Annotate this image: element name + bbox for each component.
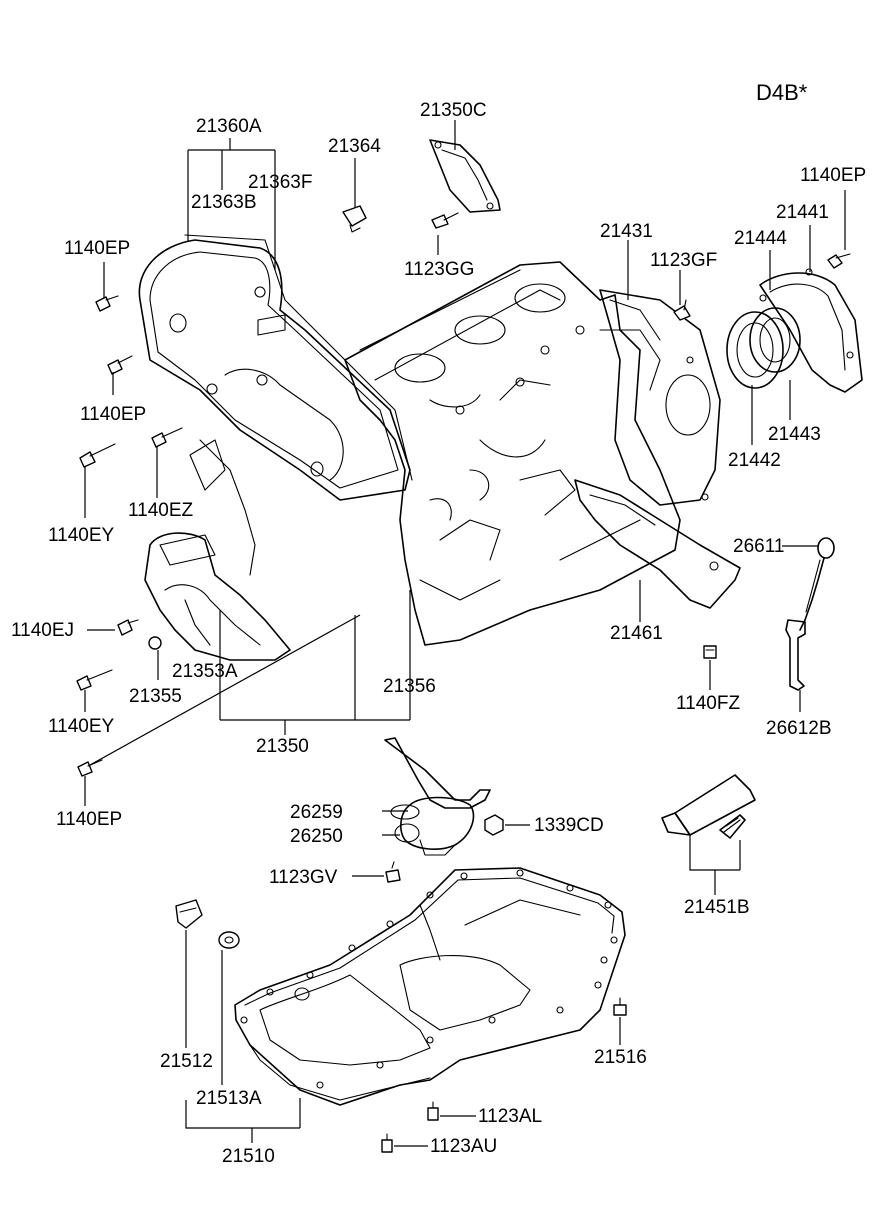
label-21441: 21441: [776, 202, 829, 223]
cover-21350c[interactable]: [429, 139, 501, 213]
bolt-21516[interactable]: [613, 997, 627, 1016]
nut-1339cd[interactable]: [484, 814, 504, 836]
label-1140FZ: 1140FZ: [676, 693, 741, 714]
bolt-1123gg[interactable]: [431, 212, 459, 229]
label-21363F: 21363F: [248, 172, 313, 193]
label-21510: 21510: [222, 1146, 275, 1167]
label-21350: 21350: [256, 736, 309, 757]
sealant-tube[interactable]: [661, 774, 756, 839]
label-21350C: 21350C: [420, 100, 487, 121]
label-21444: 21444: [734, 228, 787, 249]
bolt-1140ey-2[interactable]: [76, 669, 113, 691]
bolt-21364[interactable]: [342, 205, 367, 233]
leader-lines: [84, 120, 846, 1147]
drain-plug-gasket[interactable]: [218, 931, 240, 949]
bolt-1140ep-bl[interactable]: [77, 759, 103, 777]
bolt-1123gv[interactable]: [385, 861, 401, 883]
label-21451B: 21451B: [684, 897, 750, 918]
label-26259: 26259: [290, 802, 343, 823]
bolt-1140ez[interactable]: [151, 427, 183, 448]
bolt-1140ey-1[interactable]: [79, 443, 116, 468]
label-21353A: 21353A: [172, 661, 238, 682]
bolt-1140ep-l1[interactable]: [95, 295, 119, 312]
label-1140EJ: 1140EJ: [11, 620, 75, 641]
model-code: D4B*: [756, 80, 808, 105]
bolt-1123gf[interactable]: [673, 299, 691, 321]
label-1140EZ: 1140EZ: [128, 500, 194, 521]
label-21512: 21512: [160, 1051, 213, 1072]
label-1140EY-1: 1140EY: [48, 525, 115, 546]
label-21516: 21516: [594, 1047, 647, 1068]
bolt-1140ep-l2[interactable]: [107, 355, 133, 375]
timing-belt-cover[interactable]: [138, 234, 413, 501]
label-1123GV: 1123GV: [269, 867, 338, 888]
label-21364: 21364: [328, 136, 381, 157]
label-1140EP-bottom-left: 1140EP: [56, 809, 123, 830]
label-21360A: 21360A: [196, 116, 262, 137]
bolt-1123au[interactable]: [381, 1133, 393, 1153]
oil-return-pipe[interactable]: [574, 479, 741, 609]
label-21363B: 21363B: [191, 192, 257, 213]
rear-plate[interactable]: [599, 289, 721, 506]
label-1140EP-top-right: 1140EP: [800, 165, 867, 186]
label-26612B: 26612B: [766, 718, 832, 739]
oil-pan[interactable]: [234, 867, 626, 1106]
label-21443: 21443: [768, 424, 821, 445]
label-1123GF: 1123GF: [650, 250, 718, 271]
bolt-1140ej[interactable]: [117, 619, 139, 636]
oil-seal-case[interactable]: [726, 268, 863, 393]
oil-dipstick[interactable]: [785, 537, 835, 691]
bolt-1140fz[interactable]: [703, 645, 717, 659]
drain-plug[interactable]: [175, 899, 203, 929]
label-1123AU: 1123AU: [430, 1136, 498, 1157]
label-1140EP-left-2: 1140EP: [80, 404, 147, 425]
label-1123GG: 1123GG: [404, 259, 475, 280]
label-21431: 21431: [600, 221, 653, 242]
label-1339CD: 1339CD: [534, 815, 604, 836]
label-26611: 26611: [733, 536, 785, 557]
label-1140EY-2: 1140EY: [48, 716, 115, 737]
label-21442: 21442: [728, 450, 781, 471]
label-1123AL: 1123AL: [478, 1106, 543, 1127]
label-21461: 21461: [610, 623, 663, 644]
bolt-1140ep-tr[interactable]: [827, 253, 851, 269]
label-21356: 21356: [383, 676, 436, 697]
label-26250: 26250: [290, 826, 343, 847]
oil-strainer[interactable]: [384, 737, 491, 856]
lower-timing-cover[interactable]: [144, 439, 291, 661]
label-1140EP-left-1: 1140EP: [64, 238, 131, 259]
label-21355: 21355: [129, 686, 182, 707]
label-21513A: 21513A: [196, 1088, 262, 1109]
bolt-1123al[interactable]: [427, 1101, 439, 1121]
washer-21355[interactable]: [148, 636, 162, 650]
cylinder-block[interactable]: [344, 261, 681, 646]
